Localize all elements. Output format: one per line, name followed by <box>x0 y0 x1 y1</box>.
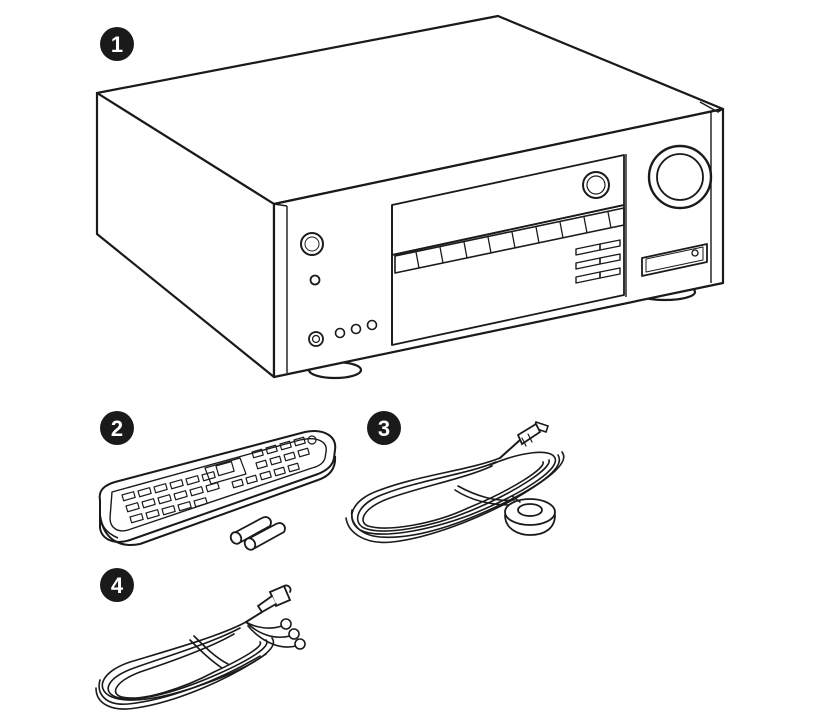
front-button-1 <box>334 327 346 339</box>
mic-puck <box>504 495 556 536</box>
antenna-connector <box>245 584 292 623</box>
item-4-number: 4 <box>111 573 124 598</box>
item-4-badge: 4 <box>100 568 134 602</box>
battery-1 <box>229 516 272 545</box>
battery-2 <box>243 522 286 551</box>
receiver-front-panel <box>272 107 725 379</box>
item-1-badge: 1 <box>100 27 134 61</box>
power-button <box>300 232 324 256</box>
antenna-cable-coil <box>95 621 275 710</box>
front-button-3 <box>366 319 378 331</box>
setup-buttons <box>575 239 621 284</box>
phones-jack <box>308 331 324 347</box>
item-2-number: 2 <box>111 416 123 441</box>
item-1-number: 1 <box>111 32 123 57</box>
av-receiver <box>95 14 725 380</box>
usb-port-panel <box>641 243 708 277</box>
item-3-number: 3 <box>378 416 390 441</box>
speaker-setup-microphone <box>345 420 565 544</box>
antenna-terminals <box>245 618 306 650</box>
tuning-knob-small <box>582 171 610 199</box>
item-2-badge: 2 <box>100 411 134 445</box>
input-button-dividers <box>415 211 612 269</box>
remote-buttons <box>121 435 317 524</box>
remote-controller <box>98 430 337 546</box>
fm-indoor-antenna <box>95 584 306 710</box>
volume-knob <box>647 144 713 210</box>
standby-indicator <box>309 274 321 286</box>
mic-cable-coil <box>345 451 565 544</box>
batteries <box>229 516 286 551</box>
input-button-row <box>394 207 625 274</box>
item-3-badge: 3 <box>367 411 401 445</box>
front-button-2 <box>350 323 362 335</box>
